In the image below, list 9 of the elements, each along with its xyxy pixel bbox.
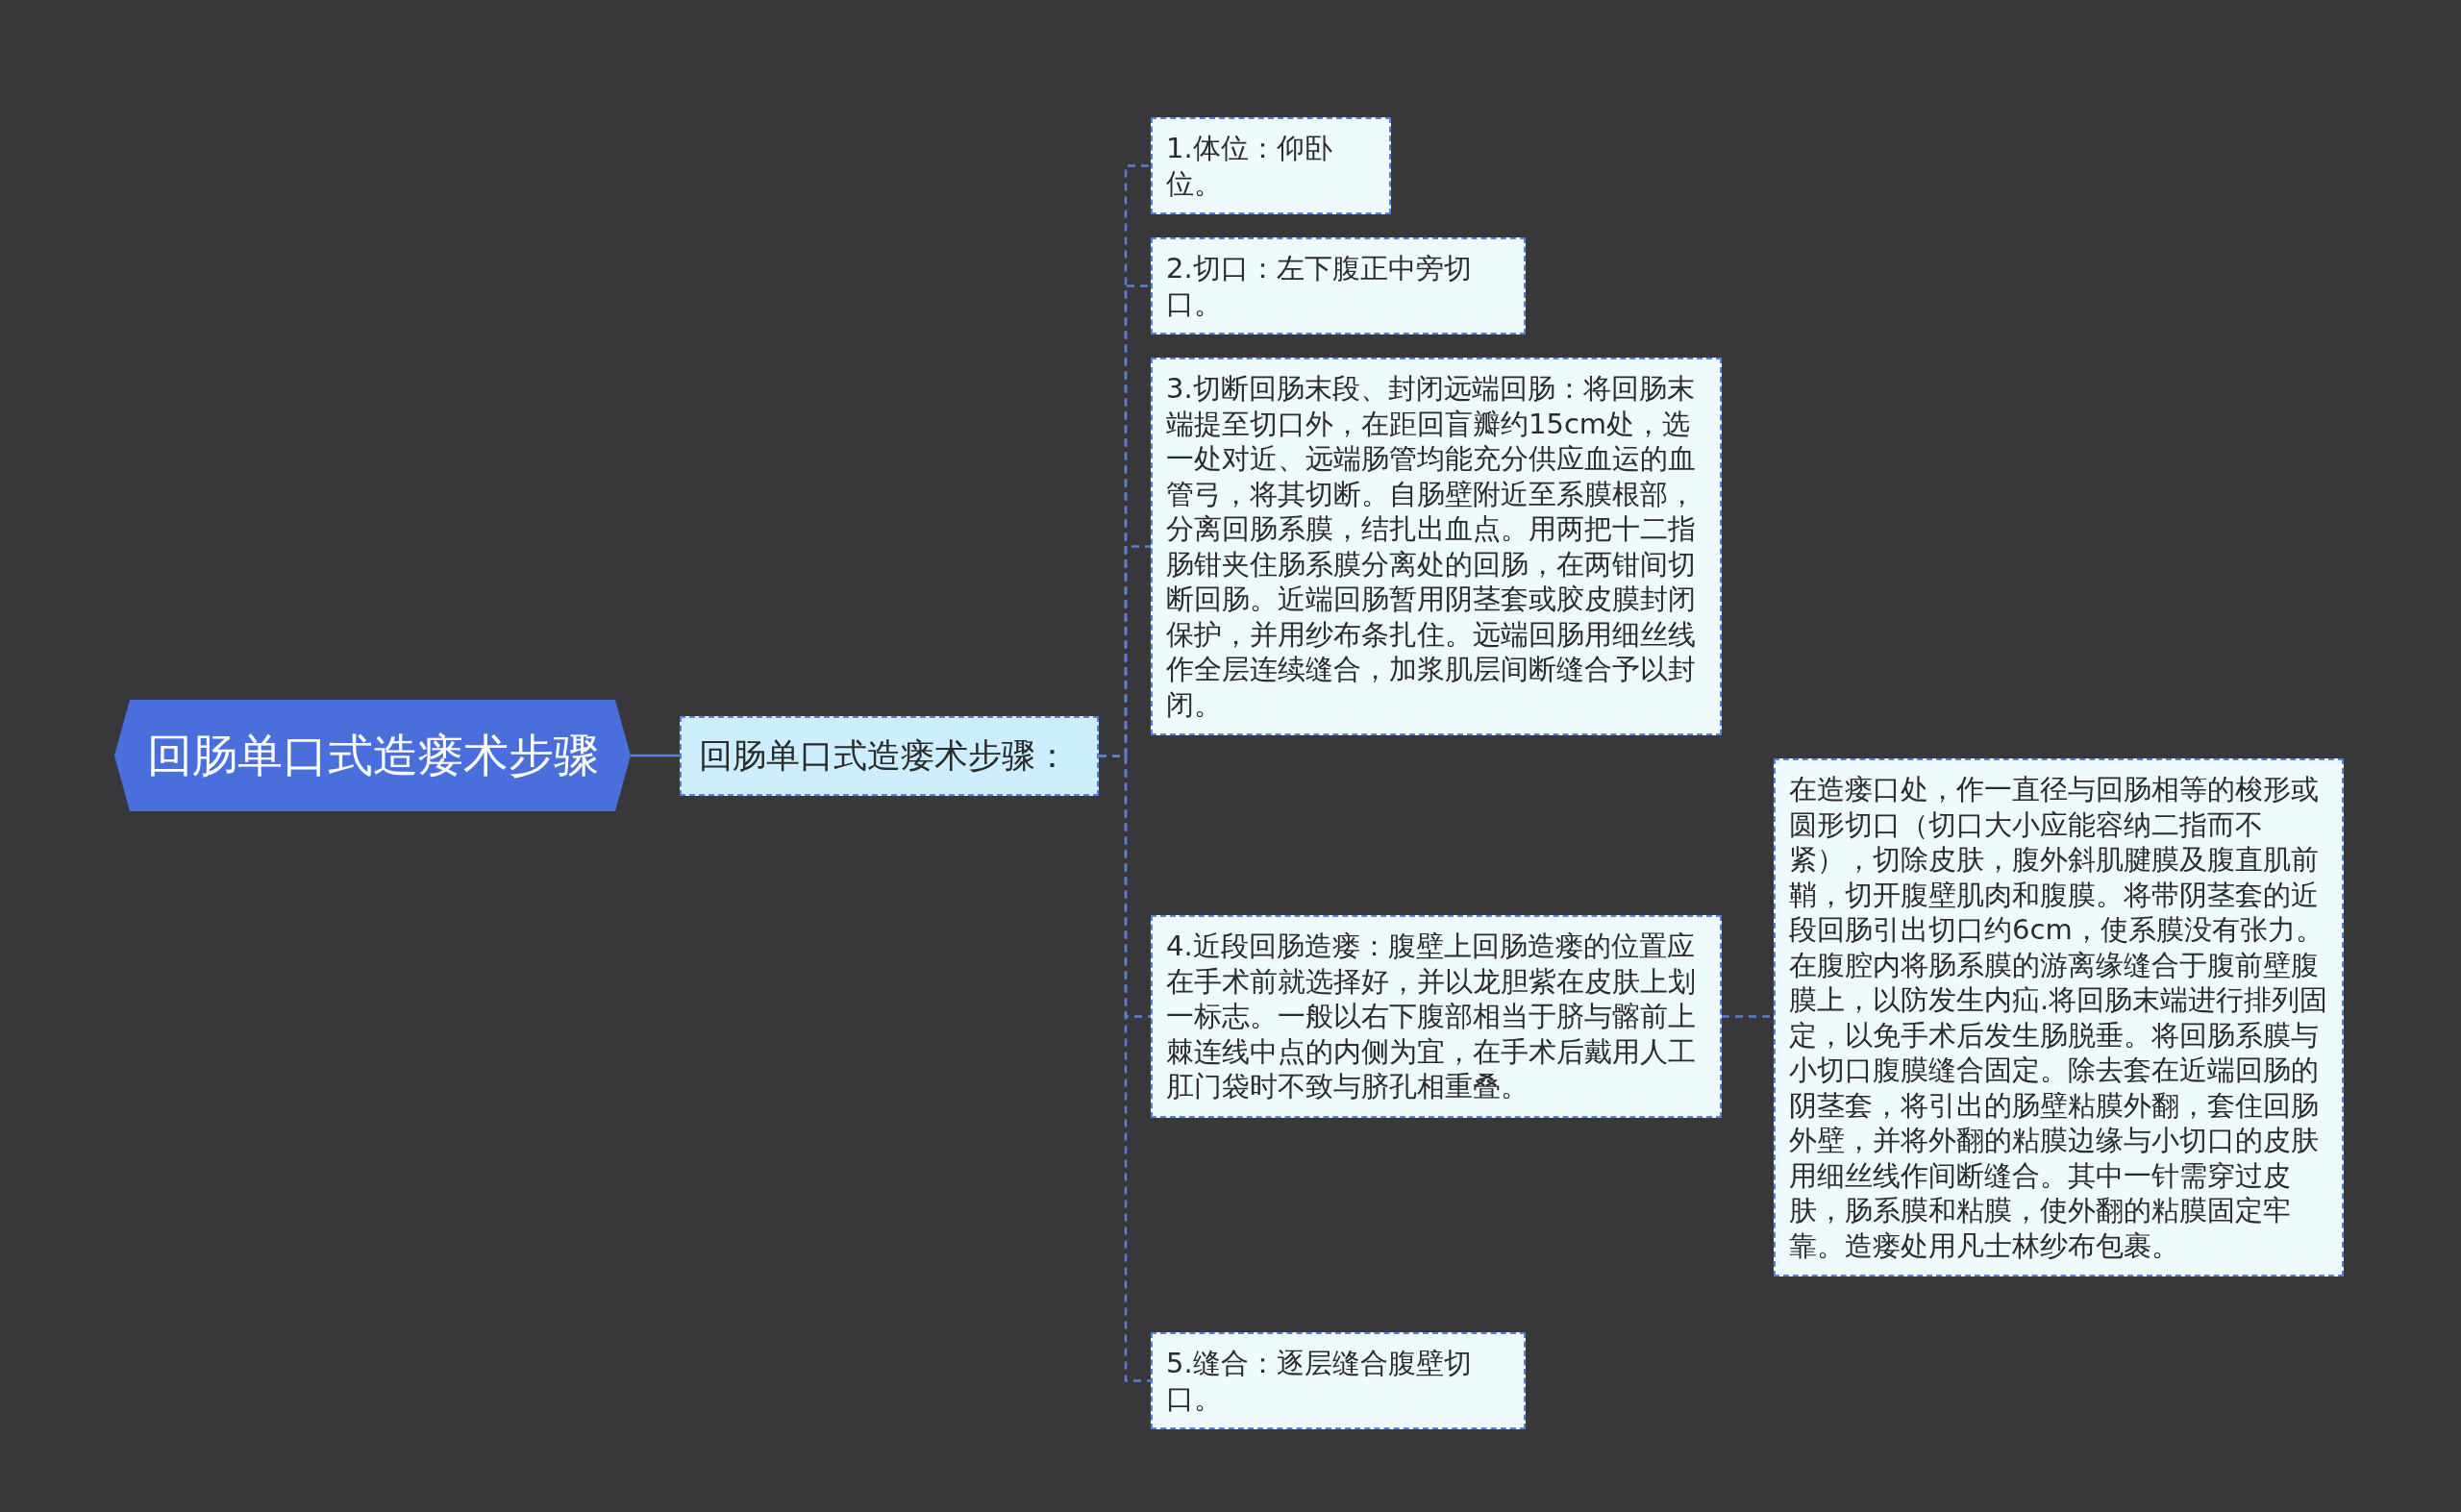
text-box: 5.缝合：逐层缝合腹壁切口。 (1151, 1332, 1526, 1429)
topic-box: 回肠单口式造瘘术步骤： (680, 716, 1099, 796)
text-box: 在造瘘口处，作一直径与回肠相等的梭形或圆形切口（切口大小应能容纳二指而不紧），切除皮肤，腹外斜肌腱膜及腹直肌前鞘，切开腹壁肌肉和腹膜。将带阴茎套的近段回肠引出切口约6cm，使系膜没有张力。在腹腔内将肠系膜的游离缘缝合于腹前壁腹膜上，以防发生内疝.将回肠末端进行排列固定，以免手术后发生肠脱垂。将回肠系膜与小切口腹膜缝合固定。除去套在近端回肠的阴茎套，将引出的肠壁粘膜外翻，套住回肠外壁，并将外翻的粘膜边缘与小切口的皮肤用细丝线作间断缝合。其中一针需穿过皮肤，肠系膜和粘膜，使外翻的粘膜固定牢靠。造瘘处用凡士林纱布包裹。 (1774, 758, 2344, 1277)
text-box: 4.近段回肠造瘘：腹壁上回肠造瘘的位置应在手术前就选择好，并以龙胆紫在皮肤上划一标志。一般以右下腹部相当于脐与髂前上棘连线中点的内侧为宜，在手术后戴用人工肛门袋时不致与脐孔相重叠。 (1151, 915, 1722, 1118)
text-box: 3.切断回肠末段、封闭远端回肠：将回肠末端提至切口外，在距回盲瓣约15cm处，选一处对近、远端肠管均能充分供应血运的血管弓，将其切断。自肠壁附近至系膜根部，分离回肠系膜，结扎出血点。用两把十二指肠钳夹住肠系膜分离处的回肠，在两钳间切断回肠。近端回肠暂用阴茎套或胶皮膜封闭保护，并用纱布条扎住。远端回肠用细丝线作全层连续缝合，加浆肌层间断缝合予以封闭。 (1151, 358, 1722, 735)
text-box: 1.体位：仰卧位。 (1151, 117, 1391, 214)
central-topic-hexagon: 回肠单口式造瘘术步骤 (114, 700, 631, 811)
text-box: 2.切口：左下腹正中旁切口。 (1151, 237, 1526, 335)
connector-line (631, 754, 680, 757)
